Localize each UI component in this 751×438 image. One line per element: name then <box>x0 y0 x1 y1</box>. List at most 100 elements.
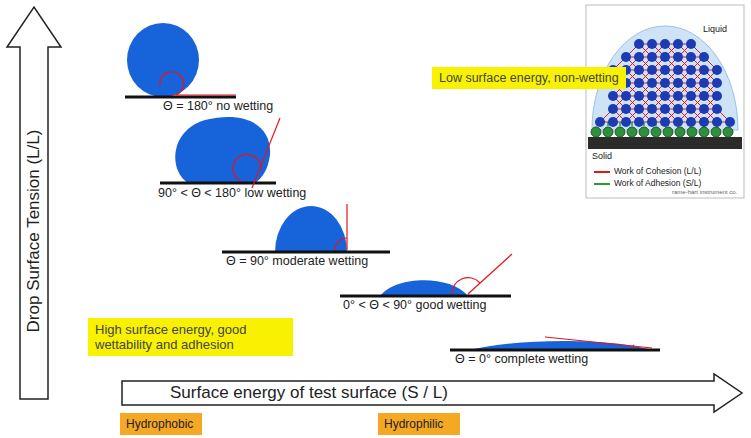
molecule <box>673 104 683 114</box>
axis-arrow: Drop Surface Tension (L/L) <box>5 5 63 401</box>
angle-arc <box>452 278 480 294</box>
molecule <box>686 39 696 49</box>
molecule <box>621 117 631 127</box>
molecule <box>639 127 649 137</box>
baseline <box>450 349 660 352</box>
molecule <box>686 117 696 127</box>
molecule <box>647 65 657 75</box>
axis-label: Drop Surface Tension (L/L) <box>24 129 44 332</box>
tag-text: Hydrophobic <box>126 417 196 431</box>
molecule <box>712 78 722 88</box>
molecule <box>634 91 644 101</box>
solid-surface <box>588 137 742 149</box>
tag-box: Hydrophilic <box>378 413 460 435</box>
molecule <box>673 78 683 88</box>
phase-label: Liquid <box>703 24 727 34</box>
baseline <box>222 251 390 254</box>
molecule <box>686 104 696 114</box>
legend-line <box>594 183 610 185</box>
baseline <box>340 295 511 298</box>
angle-caption: 90° < Θ < 180° low wetting <box>158 186 306 200</box>
molecule <box>647 52 657 62</box>
molecule <box>699 104 709 114</box>
molecule <box>686 91 696 101</box>
drop <box>380 280 468 296</box>
molecule <box>647 117 657 127</box>
molecule <box>712 91 722 101</box>
molecule <box>660 65 670 75</box>
molecule <box>725 117 735 127</box>
angle-caption: Θ = 90° moderate wetting <box>226 254 368 268</box>
note-box: Low surface energy, non-wetting <box>432 67 626 89</box>
note-text: Low surface energy, non-wetting <box>439 71 619 85</box>
axis-arrow: Surface energy of test surface (S / L) <box>120 372 744 414</box>
molecule <box>660 78 670 88</box>
molecule <box>686 52 696 62</box>
legend-text: Work of Cohesion (L/L) <box>614 166 701 176</box>
drop <box>175 117 270 183</box>
molecule <box>723 127 733 137</box>
arrow-shape <box>7 7 61 399</box>
molecule <box>699 127 709 137</box>
tag-text: Hydrophilic <box>384 417 454 431</box>
molecule <box>673 117 683 127</box>
axis-label: Surface energy of test surface (S / L) <box>170 383 448 403</box>
baseline <box>125 96 236 99</box>
molecule <box>687 127 697 137</box>
angle-caption: 0° < Θ < 90° good wetting <box>343 298 486 312</box>
molecule <box>663 127 673 137</box>
molecule <box>621 52 631 62</box>
tangent-line <box>545 337 652 348</box>
molecule <box>686 65 696 75</box>
legend-line <box>594 171 610 173</box>
molecule <box>712 65 722 75</box>
molecule <box>591 127 601 137</box>
molecule <box>608 117 618 127</box>
molecule <box>686 78 696 88</box>
molecule <box>634 65 644 75</box>
tangent-line <box>346 204 347 250</box>
note-box: High surface energy, good wettability an… <box>88 318 293 356</box>
molecule <box>699 91 709 101</box>
molecule <box>699 65 709 75</box>
molecule <box>711 127 721 137</box>
molecule <box>634 78 644 88</box>
baseline <box>160 182 276 185</box>
arrow-shape <box>122 374 742 412</box>
inset-frame <box>586 5 744 198</box>
molecule <box>660 91 670 101</box>
molecule <box>675 127 685 137</box>
molecule <box>634 52 644 62</box>
solid-molecules <box>591 127 733 137</box>
molecule <box>647 104 657 114</box>
molecule <box>660 39 670 49</box>
molecule <box>660 104 670 114</box>
molecule <box>603 127 613 137</box>
molecule <box>660 52 670 62</box>
adhesion-line <box>619 122 621 126</box>
tangent-line <box>468 254 512 294</box>
watermark: rame-hart instrument co. <box>672 189 737 195</box>
molecule <box>673 39 683 49</box>
molecule <box>673 91 683 101</box>
molecule <box>615 127 625 137</box>
tangent-line <box>252 118 280 188</box>
molecule <box>712 104 722 114</box>
molecule <box>608 104 618 114</box>
molecule <box>627 127 637 137</box>
tag-box: Hydrophobic <box>120 413 202 435</box>
angle-arc <box>632 345 634 348</box>
molecule <box>647 91 657 101</box>
molecule <box>651 127 661 137</box>
angle-arc <box>160 72 184 95</box>
molecule <box>699 117 709 127</box>
molecule <box>660 117 670 127</box>
angle-arc <box>233 154 261 181</box>
molecule <box>712 117 722 127</box>
legend-text: Work of Adhesion (S/L) <box>614 178 701 188</box>
molecule <box>647 78 657 88</box>
drop <box>275 206 347 252</box>
molecule <box>699 78 709 88</box>
